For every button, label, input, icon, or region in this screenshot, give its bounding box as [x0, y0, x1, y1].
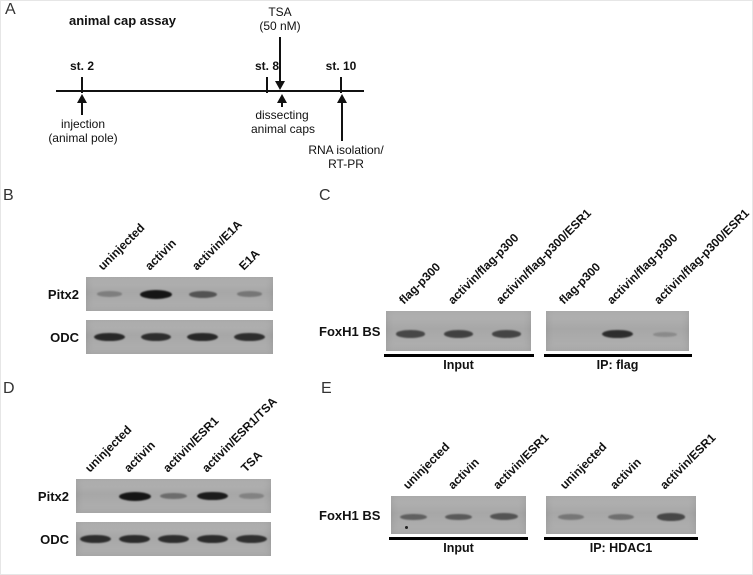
- lane-label: E1A: [235, 246, 263, 273]
- panel-c-input-caption: Input: [443, 358, 474, 372]
- gel-band: [234, 332, 265, 342]
- lane-label: activin/E1A: [188, 217, 245, 273]
- timeline-tick-st10: [340, 77, 342, 93]
- tsa-label-line1: TSA: [268, 5, 292, 19]
- dissect-label-line1: dissecting: [255, 108, 309, 122]
- gel-band: [187, 332, 219, 342]
- gel-band: [656, 513, 686, 521]
- panel-b-gel-pitx2: [86, 277, 273, 311]
- gel-band: [236, 534, 267, 544]
- panel-c-input-gel: [386, 311, 531, 351]
- stage-label-st2: st. 2: [69, 59, 94, 73]
- timeline-axis: [56, 90, 364, 92]
- panel-e-input-caption: Input: [443, 541, 474, 555]
- panel-b-gel-odc: [86, 320, 273, 354]
- panel-a-title: animal cap assay: [69, 13, 176, 28]
- gel-band: [652, 331, 678, 337]
- panel-e-input-gel: [391, 496, 526, 534]
- lane-label: activin: [142, 236, 180, 273]
- gel-artifact-dot: [405, 526, 408, 529]
- gel-band: [119, 534, 150, 544]
- panel-e-iphdac1-caption: IP: HDAC1: [589, 541, 653, 555]
- lane-label: flag-p300: [396, 259, 444, 307]
- panel-d-row-label-odc: ODC: [40, 532, 69, 547]
- gel-band: [399, 513, 428, 521]
- dissect-arrow-line: [281, 101, 283, 107]
- injection-arrow-line: [81, 101, 83, 115]
- lane-label: activin/ESR1: [657, 430, 719, 492]
- tsa-label-line2: (50 nM): [259, 19, 301, 33]
- gel-band: [188, 290, 217, 298]
- stage-label-st10: st. 10: [325, 59, 357, 73]
- timeline-tick-st2: [81, 77, 83, 93]
- timeline-tick-st8: [266, 77, 268, 93]
- panel-e-letter: E: [321, 380, 332, 397]
- dissect-arrow-up-icon: [277, 94, 287, 103]
- rna-arrow-up-icon: [337, 94, 347, 103]
- rna-label-line2: RT-PR: [328, 157, 364, 171]
- gel-band: [197, 534, 228, 544]
- gel-band: [395, 330, 425, 338]
- gel-band: [602, 330, 633, 339]
- panel-c-ipflag-caption: IP: flag: [596, 358, 639, 372]
- panel-a-letter: A: [5, 1, 16, 18]
- panel-e-row-label-foxh1bs: FoxH1 BS: [319, 508, 381, 523]
- panel-e-iphdac1-gel: [546, 496, 696, 534]
- gel-band: [236, 291, 263, 297]
- gel-band: [607, 513, 635, 520]
- gel-band: [489, 513, 518, 521]
- gel-band: [239, 493, 264, 499]
- gel-band: [196, 491, 229, 501]
- gel-band: [158, 534, 189, 544]
- panel-c-input-underbar: [384, 354, 534, 357]
- lane-label: activin: [120, 438, 158, 475]
- lane-label: activin: [607, 455, 644, 492]
- stage-label-st8: st. 8: [254, 59, 279, 73]
- gel-band: [140, 332, 172, 342]
- gel-band: [96, 291, 122, 297]
- panel-d-gel-odc: [76, 522, 271, 556]
- lane-label: uninjected: [95, 220, 148, 273]
- gel-band: [118, 491, 151, 501]
- lane-label: TSA: [237, 448, 265, 475]
- dissect-label-line2: animal caps: [250, 122, 316, 136]
- gel-band: [558, 513, 584, 520]
- panel-d-gel-pitx2: [76, 479, 271, 513]
- lane-label: uninjected: [557, 439, 610, 492]
- lane-label: activin: [444, 455, 482, 492]
- tsa-arrow-down-icon: [275, 81, 285, 90]
- gel-band: [160, 492, 187, 500]
- injection-label-line2: (animal pole): [48, 131, 118, 145]
- lane-label: activin/flag-p300/ESR1: [651, 206, 753, 307]
- panel-b-row-label-pitx2: Pitx2: [47, 287, 79, 302]
- lane-label: uninjected: [399, 439, 452, 492]
- panel-d-row-label-pitx2: Pitx2: [37, 489, 69, 504]
- panel-c-row-label-foxh1bs: FoxH1 BS: [319, 324, 381, 339]
- injection-label-line1: injection: [60, 117, 106, 131]
- rna-label-line1: RNA isolation/: [308, 143, 384, 157]
- gel-band: [140, 289, 173, 299]
- injection-arrow-up-icon: [77, 94, 87, 103]
- panel-c-letter: C: [319, 187, 331, 204]
- panel-c-ipflag-underbar: [544, 354, 692, 357]
- panel-d-letter: D: [3, 380, 15, 397]
- panel-b-row-label-odc: ODC: [50, 330, 79, 345]
- gel-band: [93, 332, 125, 342]
- tsa-arrow-line: [279, 37, 281, 83]
- gel-band: [444, 513, 473, 521]
- panel-e-iphdac1-underbar: [544, 537, 698, 540]
- gel-band: [492, 330, 522, 338]
- gel-band: [80, 534, 111, 544]
- panel-e-input-underbar: [389, 537, 528, 540]
- panel-c-ipflag-gel: [546, 311, 689, 351]
- lane-label: flag-p300: [555, 259, 604, 307]
- gel-band: [443, 330, 474, 338]
- rna-arrow-line: [341, 101, 343, 141]
- lane-label: activin/ESR1: [489, 430, 551, 492]
- panel-b-letter: B: [3, 187, 14, 204]
